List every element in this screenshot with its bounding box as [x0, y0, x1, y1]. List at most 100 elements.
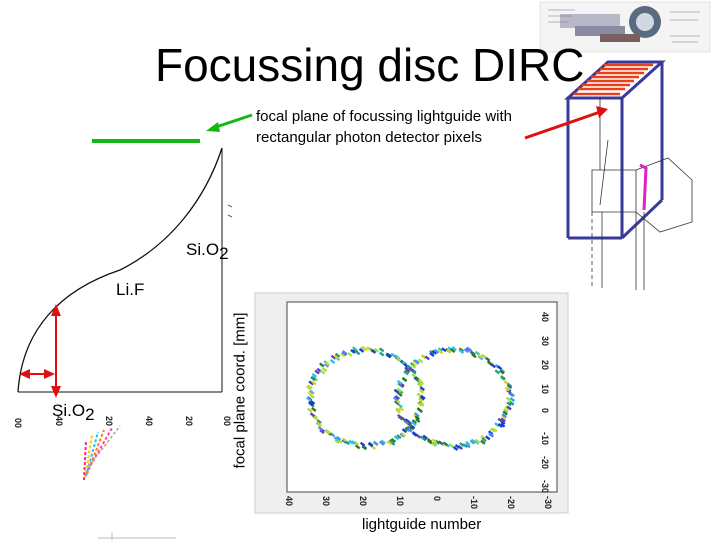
- ring-hit: [396, 379, 403, 385]
- ring-hit: [323, 362, 330, 368]
- ring-hit: [393, 435, 400, 441]
- ring-hit: [499, 369, 505, 375]
- ring-hit: [401, 428, 408, 434]
- ring-hit: [488, 432, 494, 438]
- ring-hit: [417, 397, 424, 403]
- ring-hit: [393, 388, 400, 394]
- ring-hit: [414, 415, 421, 421]
- ring-hit: [408, 366, 414, 372]
- annotation-line-1: focal plane of focussing lightguide with: [256, 108, 512, 125]
- ring-hit: [419, 435, 426, 441]
- ring-hit: [419, 386, 425, 391]
- plot-right-tick: 30: [540, 336, 550, 346]
- ring-hit: [321, 367, 328, 373]
- slide-title: Focussing disc DIRC: [155, 39, 585, 91]
- ring-hit: [309, 412, 316, 418]
- ring-hit: [437, 349, 444, 355]
- ring-hit: [415, 418, 421, 423]
- ring-hit: [373, 347, 380, 353]
- detector-box: [564, 60, 693, 290]
- ring-hit: [418, 388, 425, 394]
- ring-hit: [386, 352, 393, 358]
- label-sio2-top: Si.O2: [186, 240, 229, 263]
- red-arrow-detector: [524, 106, 608, 140]
- ring-hit: [311, 372, 318, 378]
- left-tick-4: 20: [184, 416, 194, 426]
- ring-hit: [467, 347, 473, 352]
- plot-bottom-tick: 0: [432, 496, 442, 501]
- red-radius-arrows: [19, 304, 61, 398]
- ring-hit: [317, 426, 324, 432]
- ring-hit: [397, 403, 403, 409]
- ring-hit: [333, 354, 340, 360]
- ring-hit: [506, 405, 512, 411]
- ring-hit: [433, 348, 440, 354]
- ring-hit: [389, 440, 396, 446]
- ring-hit: [494, 422, 500, 428]
- ring-hit: [394, 395, 401, 400]
- ring-hit: [305, 396, 312, 402]
- ring-hit: [386, 440, 392, 446]
- ring-hit: [509, 400, 515, 406]
- ring-hit: [395, 407, 401, 413]
- ring-hit: [424, 355, 431, 361]
- ring-hit: [438, 440, 444, 446]
- ring-hit: [335, 435, 342, 441]
- ring-hit: [505, 396, 512, 402]
- ring-hit: [353, 440, 360, 446]
- ring-hit: [501, 414, 507, 420]
- annotation-line-2: rectangular photon detector pixels: [256, 129, 482, 146]
- ring-hit: [309, 399, 316, 405]
- cherenkov-rings: [305, 345, 516, 451]
- ring-hit: [354, 444, 361, 450]
- ring-hit: [458, 347, 465, 353]
- ring-hit: [378, 347, 385, 353]
- ring-hit: [362, 346, 368, 352]
- ring-hit: [341, 437, 348, 443]
- ring-hit: [311, 407, 317, 412]
- ring-hit: [316, 418, 322, 424]
- ring-hit: [400, 432, 406, 438]
- ring-hit: [450, 348, 456, 354]
- ring-hit: [485, 435, 491, 441]
- ring-hit: [413, 412, 420, 418]
- ring-hit: [465, 443, 471, 449]
- ring-hit: [390, 437, 397, 443]
- ring-hit: [351, 346, 358, 351]
- ring-hit: [416, 382, 423, 388]
- ring-hit: [500, 375, 506, 381]
- ring-hit: [413, 360, 419, 366]
- ring-hit: [458, 349, 465, 355]
- ring-hit: [471, 353, 477, 359]
- ring-hit: [334, 352, 341, 358]
- ring-hit: [397, 413, 403, 419]
- ring-hit: [448, 443, 455, 449]
- plot-right-tick: -30: [540, 480, 550, 493]
- ring-hit: [403, 370, 410, 376]
- plot-bottom-tick: 10: [395, 496, 405, 506]
- ring-hit: [333, 436, 339, 442]
- ring-hit: [474, 438, 481, 444]
- ring-hit: [380, 439, 387, 445]
- ring-hit: [359, 441, 366, 447]
- ring-hit: [454, 443, 461, 449]
- ring-hit: [307, 407, 313, 413]
- left-tick-2: 20: [104, 416, 114, 426]
- ring-hit: [420, 394, 426, 400]
- ring-hit: [497, 417, 503, 423]
- label-lif: Li.F: [116, 280, 145, 299]
- label-sio2-bottom-main: Si.O: [52, 401, 86, 420]
- ring-hit: [501, 413, 507, 419]
- ring-hit: [480, 439, 486, 445]
- ring-hit: [308, 380, 314, 386]
- focussing-disc: [17, 147, 233, 393]
- plot-right-tick: 10: [540, 384, 550, 394]
- ring-hit: [422, 434, 428, 440]
- ring-hit: [379, 351, 385, 357]
- ring-hit: [309, 389, 315, 395]
- ring-hit: [311, 380, 317, 386]
- ring-hit: [410, 363, 417, 369]
- plot-bottom-tick: -30: [543, 496, 553, 509]
- ring-hit: [463, 348, 470, 354]
